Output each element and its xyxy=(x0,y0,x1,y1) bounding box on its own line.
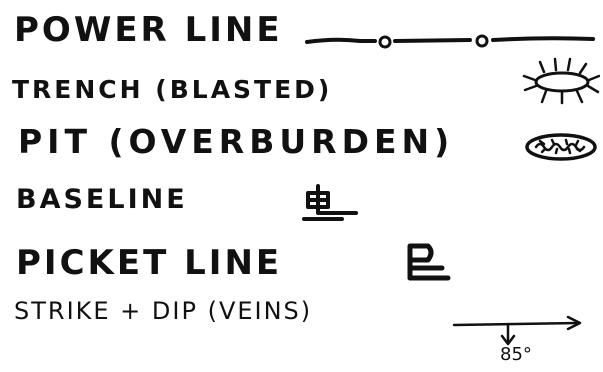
strike-dip-symbol xyxy=(452,315,582,346)
picket-line-symbol xyxy=(407,243,451,281)
pit-symbol xyxy=(525,133,597,161)
baseline-symbol xyxy=(302,184,358,221)
legend-label-trench: TRENCH (BLASTED) xyxy=(12,75,333,104)
legend-label-pit: PIT (OVERBURDEN) xyxy=(18,122,455,161)
legend-label-picket-line: PICKET LINE xyxy=(16,243,283,283)
legend-label-power-line: POWER LINE xyxy=(14,10,283,50)
trench-symbol xyxy=(522,57,600,105)
power-line-symbol xyxy=(305,34,595,49)
legend-label-baseline: BASELINE xyxy=(16,184,188,215)
dip-angle-label: 85° xyxy=(500,344,532,365)
legend-label-strike-dip: STRIKE + DIP (VEINS) xyxy=(14,297,313,325)
